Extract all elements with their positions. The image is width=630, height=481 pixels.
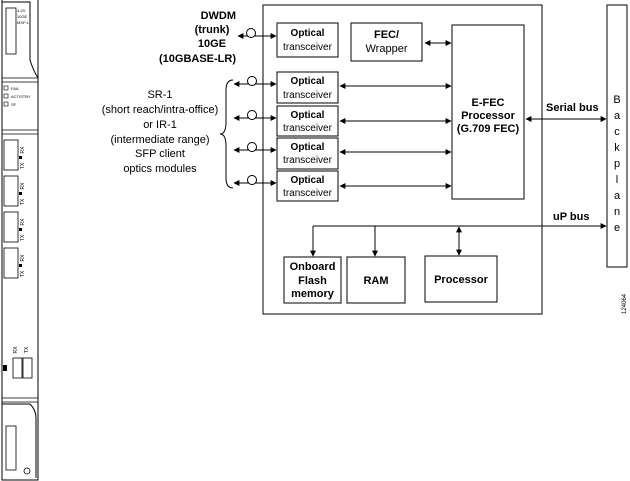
- fail-led: [3, 85, 9, 91]
- svg-text:c: c: [614, 126, 620, 138]
- top-latch: [5, 7, 17, 55]
- svg-text:a: a: [614, 110, 621, 122]
- svg-text:(G.709 FEC): (G.709 FEC): [457, 123, 520, 135]
- client-optical-transceiver-3: Optical transceiver: [276, 137, 339, 170]
- svg-text:k: k: [614, 142, 620, 154]
- fail-led-label: FAIL: [11, 86, 20, 91]
- svg-text:e: e: [614, 222, 620, 234]
- svg-text:Onboard: Onboard: [290, 261, 336, 273]
- card-faceplate: 4-2X 10GE MXP-L FAIL ACT/STBY SF RX TX R…: [1, 0, 39, 481]
- backplane-block: B a c k p l a n e: [606, 4, 628, 268]
- svg-text:TX: TX: [20, 270, 26, 277]
- svg-text:a: a: [614, 190, 621, 202]
- svg-text:or IR-1: or IR-1: [143, 119, 177, 131]
- figure-id: 124064: [622, 293, 628, 314]
- client-connection-4: [233, 175, 277, 186]
- processor-block: Processor: [424, 255, 498, 303]
- svg-text:RX: RX: [20, 254, 26, 262]
- svg-text:DWDM: DWDM: [201, 10, 236, 22]
- svg-text:FEC/: FEC/: [374, 29, 399, 41]
- svg-text:Optical: Optical: [291, 142, 325, 153]
- client-port-3: RX TX: [3, 211, 26, 243]
- svg-text:(trunk): (trunk): [195, 24, 230, 36]
- svg-text:Processor: Processor: [461, 110, 516, 122]
- sf-led: [3, 101, 9, 107]
- client-connection-3: [233, 142, 277, 153]
- svg-text:n: n: [614, 206, 620, 218]
- svg-text:transceiver: transceiver: [283, 123, 333, 134]
- svg-text:TX: TX: [20, 234, 26, 241]
- svg-text:RX: RX: [20, 146, 26, 154]
- trunk-label: DWDM (trunk) 10GE (10GBASE-LR): [159, 10, 236, 65]
- svg-text:TX: TX: [20, 198, 26, 205]
- svg-text:RX: RX: [13, 346, 19, 354]
- client-optical-transceiver-2: Optical transceiver: [276, 105, 339, 137]
- fec-wrapper-block: FEC/ Wrapper: [350, 22, 423, 62]
- card-label-line-1: 4-2X: [17, 8, 26, 13]
- svg-text:Optical: Optical: [291, 175, 325, 186]
- client-brace: [219, 79, 234, 189]
- svg-text:memory: memory: [291, 288, 335, 300]
- svg-text:10GE: 10GE: [198, 38, 226, 50]
- svg-text:(intermediate range): (intermediate range): [110, 134, 209, 146]
- trunk-connection: [237, 28, 277, 39]
- bottom-screw: [23, 467, 31, 475]
- sf-led-label: SF: [11, 102, 17, 107]
- svg-text:transceiver: transceiver: [283, 155, 333, 166]
- svg-text:transceiver: transceiver: [283, 188, 333, 199]
- trunk-port: RX TX: [3, 346, 33, 379]
- svg-text:RAM: RAM: [363, 275, 388, 287]
- svg-text:(10GBASE-LR): (10GBASE-LR): [159, 53, 236, 65]
- svg-text:RX: RX: [20, 182, 26, 190]
- client-optical-transceiver-4: Optical transceiver: [276, 170, 339, 202]
- svg-text:RX: RX: [20, 218, 26, 226]
- client-connection-1: [233, 76, 277, 87]
- svg-text:B: B: [613, 94, 620, 106]
- svg-text:p: p: [614, 158, 620, 170]
- client-port-2: RX TX: [3, 175, 26, 207]
- up-bus-label: uP bus: [553, 211, 589, 223]
- svg-text:E-FEC: E-FEC: [472, 97, 505, 109]
- act-stby-led: [3, 93, 9, 99]
- svg-text:Flash: Flash: [298, 275, 327, 287]
- client-port-4: RX TX: [3, 247, 26, 279]
- svg-text:TX: TX: [24, 346, 30, 353]
- svg-text:Optical: Optical: [291, 76, 325, 87]
- act-stby-led-label: ACT/STBY: [11, 94, 31, 99]
- svg-text:Optical: Optical: [291, 110, 325, 121]
- svg-text:Processor: Processor: [434, 274, 489, 286]
- trunk-optical-transceiver: Optical transceiver: [276, 22, 339, 58]
- client-port-1: RX TX: [3, 139, 26, 171]
- svg-text:transceiver: transceiver: [283, 90, 333, 101]
- svg-text:Wrapper: Wrapper: [366, 43, 408, 55]
- svg-text:SR-1: SR-1: [147, 89, 172, 101]
- svg-text:Optical: Optical: [291, 28, 325, 39]
- svg-text:SFP client: SFP client: [135, 148, 185, 160]
- svg-text:l: l: [616, 174, 618, 186]
- client-optical-transceiver-1: Optical transceiver: [276, 71, 339, 104]
- svg-text:transceiver: transceiver: [283, 42, 333, 53]
- card-label-line-2: 10GE: [17, 14, 28, 19]
- efec-processor-block: E-FEC Processor (G.709 FEC): [451, 24, 525, 200]
- ram-block: RAM: [346, 256, 406, 304]
- svg-text:optics modules: optics modules: [123, 163, 197, 175]
- client-label: SR-1 (short reach/intra-office) or IR-1 …: [102, 89, 219, 175]
- onboard-flash-block: Onboard Flash memory: [283, 256, 342, 304]
- serial-bus-label: Serial bus: [546, 102, 599, 114]
- svg-text:(short reach/intra-office): (short reach/intra-office): [102, 104, 219, 116]
- card-label-line-3: MXP-L: [17, 20, 30, 25]
- client-connection-2: [233, 110, 277, 121]
- svg-text:TX: TX: [20, 162, 26, 169]
- bottom-latch: [5, 425, 17, 471]
